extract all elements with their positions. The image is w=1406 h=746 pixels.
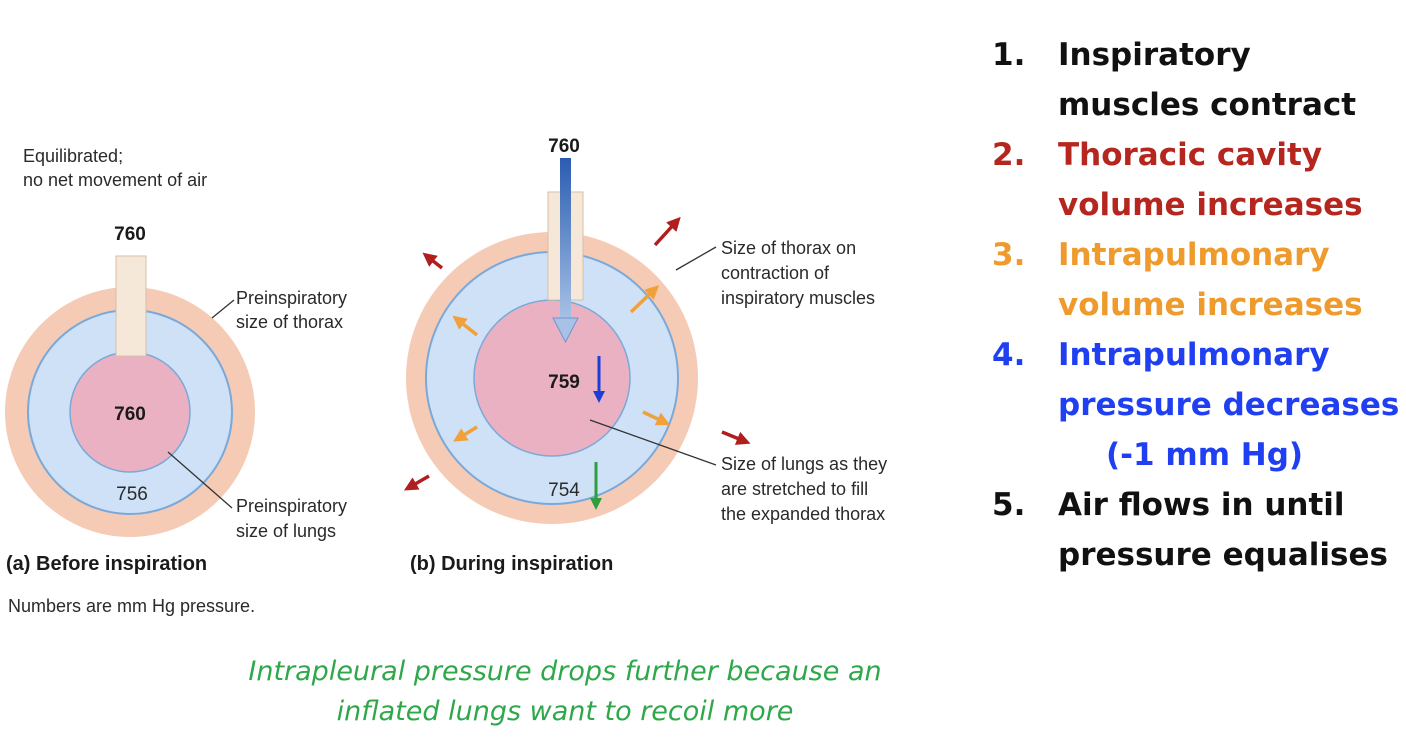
- step-4-line2: pressure decreases: [1058, 387, 1400, 423]
- intrapleural-pressure-note: Intrapleural pressure drops further beca…: [120, 652, 1010, 732]
- lungs-leader-line-before: [167, 451, 233, 509]
- caption-during-inspiration: (b) During inspiration: [410, 553, 613, 575]
- preinspiratory-lungs-label-line1: Preinspiratory: [236, 496, 347, 516]
- caption-before-inspiration: (a) Before inspiration: [6, 553, 207, 575]
- step-2-line2: volume increases: [1058, 187, 1363, 223]
- step-1-line1: Inspiratory: [1058, 37, 1251, 73]
- atmospheric-pressure-during: 760: [548, 136, 580, 157]
- intrapleural-pressure-before: 756: [116, 484, 148, 505]
- step-5-line1: Air flows in until: [1058, 487, 1345, 523]
- step-1-number: 1.: [992, 37, 1026, 73]
- stretched-lungs-label-line1: Size of lungs as they: [721, 454, 887, 474]
- equilibrated-note-line2: no net movement of air: [23, 170, 207, 190]
- step-4-line1: Intrapulmonary: [1058, 337, 1330, 373]
- thorax-expand-arrow-lower-left: [403, 474, 430, 491]
- step-2-line1: Thoracic cavity: [1058, 137, 1323, 173]
- step-5: 5. Air flows in until pressure equalises: [992, 480, 1402, 580]
- lung-expand-arrow-upper-right: [629, 285, 660, 314]
- thorax-leader-line-before: [211, 299, 235, 319]
- inspiration-steps-list: 1. Inspiratory muscles contract 2. Thora…: [992, 30, 1402, 580]
- thorax-contraction-label-line2: contraction of: [721, 263, 830, 283]
- stretched-lungs-label-line3: the expanded thorax: [721, 504, 885, 524]
- equilibrated-note-line1: Equilibrated;: [23, 146, 123, 166]
- preinspiratory-thorax-label-line2: size of thorax: [236, 312, 343, 332]
- trachea-before: [115, 255, 147, 357]
- panel-before-inspiration: Equilibrated; no net movement of air 760…: [5, 146, 347, 616]
- step-3: 3. Intrapulmonary volume increases: [992, 230, 1402, 330]
- step-2: 2. Thoracic cavity volume increases: [992, 130, 1402, 230]
- step-4-line3: (-1 mm Hg): [1106, 437, 1304, 473]
- thorax-leader-line-during: [675, 246, 717, 271]
- step-1-line2: muscles contract: [1058, 87, 1357, 123]
- step-3-line1: Intrapulmonary: [1058, 237, 1330, 273]
- intrapleural-note-line1: Intrapleural pressure drops further beca…: [248, 656, 882, 687]
- lung-expand-arrow-lower-left: [453, 425, 478, 442]
- thorax-expand-arrow-upper-right: [653, 216, 681, 247]
- lung-expand-arrow-lower-right: [642, 410, 671, 426]
- intrapleural-note-line2: inflated lungs want to recoil more: [336, 696, 794, 727]
- airflow-arrow-shaft: [560, 158, 571, 320]
- step-2-number: 2.: [992, 137, 1026, 173]
- step-1: 1. Inspiratory muscles contract: [992, 30, 1402, 130]
- step-5-number: 5.: [992, 487, 1026, 523]
- airflow-arrow-head: [552, 317, 579, 344]
- thorax-contraction-label-line1: Size of thorax on: [721, 238, 856, 258]
- intrapleural-pressure-during: 754: [548, 480, 580, 501]
- lung-expand-arrow-upper-left: [452, 315, 479, 337]
- panel-during-inspiration: 760 759 754 Size of thorax on contractio…: [403, 136, 887, 575]
- intrapulmonary-pressure-during: 759: [548, 372, 580, 393]
- thorax-expand-arrow-upper-left: [422, 252, 444, 270]
- atmospheric-pressure-before: 760: [114, 224, 146, 245]
- step-3-line2: volume increases: [1058, 287, 1363, 323]
- intrapulmonary-pressure-before: 760: [114, 404, 146, 425]
- pressure-units-footnote: Numbers are mm Hg pressure.: [8, 596, 255, 616]
- thorax-contraction-label-line3: inspiratory muscles: [721, 288, 875, 308]
- lungs-leader-line-during: [589, 419, 717, 466]
- preinspiratory-lungs-label-line2: size of lungs: [236, 521, 336, 541]
- step-5-line2: pressure equalises: [1058, 537, 1388, 573]
- step-4-number: 4.: [992, 337, 1026, 373]
- step-4: 4. Intrapulmonary pressure decreases (-1…: [992, 330, 1402, 480]
- stretched-lungs-label-line2: are stretched to fill: [721, 479, 868, 499]
- step-3-number: 3.: [992, 237, 1026, 273]
- thorax-expand-arrow-lower-right: [721, 430, 751, 445]
- preinspiratory-thorax-label-line1: Preinspiratory: [236, 288, 347, 308]
